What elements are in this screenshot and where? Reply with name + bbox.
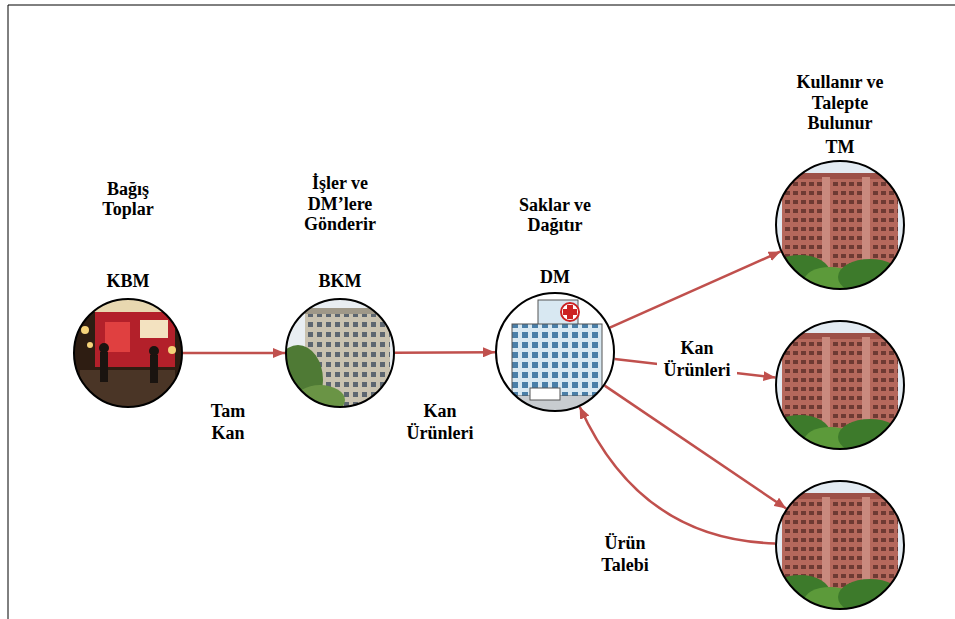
node-abbreviation: BKM <box>319 271 362 292</box>
hospital-photo <box>770 159 915 295</box>
node-circle: İşler ve DM’lere GönderirBKM <box>285 298 395 408</box>
node-role: Kullanır ve Talepte Bulunur <box>785 72 895 134</box>
frame-line <box>8 5 955 6</box>
node-circle: Kullanır ve Talepte BulunurTM <box>775 160 905 290</box>
node-role: Bağış Toplar <box>93 179 163 220</box>
hospital-photo <box>770 479 915 615</box>
hospital-icon <box>494 291 616 416</box>
node-circle: Bağış ToplarKBM <box>73 298 183 408</box>
donation-photo <box>70 295 186 411</box>
flow-arrow <box>183 352 285 355</box>
node-circle <box>775 320 905 450</box>
flow-arrow <box>580 407 775 544</box>
frame-line <box>8 5 9 619</box>
edge-label: Tam Kan <box>203 400 253 445</box>
node-abbreviation: DM <box>540 267 570 288</box>
node-role: Saklar ve Dağıtır <box>505 195 605 236</box>
edge-label: Kan Ürünleri <box>400 400 480 445</box>
center-building-photo <box>273 295 398 415</box>
node-abbreviation: KBM <box>107 271 150 292</box>
node-role: İşler ve DM’lere Gönderir <box>295 173 385 235</box>
flow-arrow <box>610 251 781 327</box>
edge-label: Kan Ürünleri <box>657 337 737 382</box>
edge-label: Ürün Talebi <box>595 532 655 577</box>
node-circle <box>775 480 905 610</box>
hospital-photo <box>770 319 915 455</box>
node-circle: Saklar ve DağıtırDM <box>495 292 615 412</box>
flow-arrow <box>395 351 495 354</box>
flow-arrow <box>605 386 786 509</box>
node-abbreviation: TM <box>826 137 855 158</box>
